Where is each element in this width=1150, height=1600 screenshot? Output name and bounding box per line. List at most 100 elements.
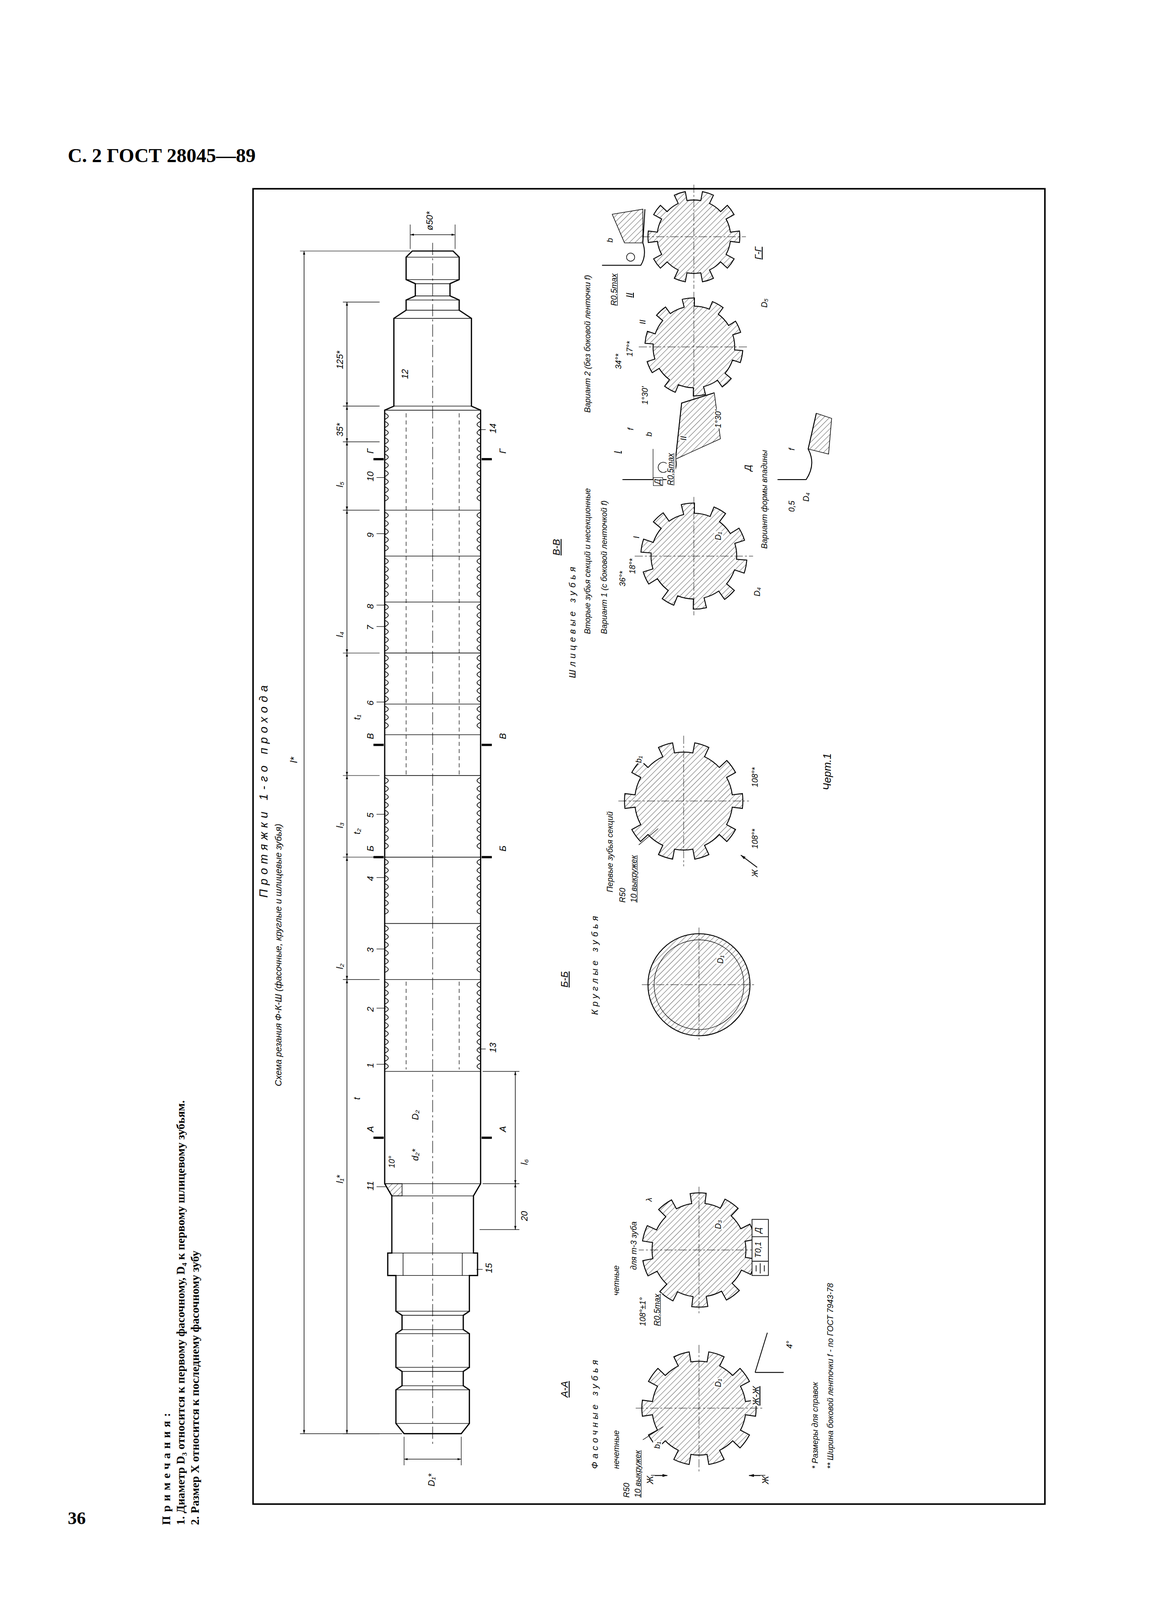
tooth-gullet: [384, 437, 389, 444]
dimension-line: [346, 775, 347, 857]
drawing-label: 125*: [334, 349, 345, 369]
drawing-label: Г: [497, 447, 508, 454]
drawing-label: 10 выкружек: [629, 854, 639, 903]
drawing-label: 108°±1°: [638, 1296, 648, 1326]
section-center-line: [693, 496, 694, 616]
tooth-gullet: [477, 997, 481, 1004]
drawing-label: 1: [365, 1062, 376, 1068]
tooth-gullet: [384, 512, 389, 519]
tooth-gullet: [477, 793, 481, 800]
drawing-label: l₂: [334, 962, 345, 970]
tooth-gullet: [477, 875, 481, 882]
tooth-gullet: [477, 512, 481, 519]
drawing-label: t: [351, 1096, 362, 1100]
tooth-gullet: [384, 470, 389, 477]
drawing-label: Ж: [760, 1474, 771, 1484]
dimension-line: [346, 652, 347, 776]
tolerance-divider: [751, 1260, 769, 1262]
drawing-label: I: [632, 535, 642, 539]
tooth-gullet: [477, 520, 481, 527]
tooth-gullet: [477, 1013, 481, 1021]
tooth-gullet: [477, 412, 481, 420]
tooth-gullet: [477, 826, 481, 833]
drawing-label: t₁: [351, 713, 362, 720]
callout-leader: [376, 813, 386, 815]
drawing-label: D₂: [410, 1109, 421, 1120]
tooth-gullet: [477, 679, 481, 686]
hatched-detail: [612, 209, 643, 243]
drawing-frame: [253, 188, 1045, 1504]
tooth-gullet: [477, 1005, 481, 1013]
tooth-gullet: [384, 654, 389, 662]
drawing-label: R50: [618, 886, 628, 903]
tooth-gullet: [477, 695, 481, 703]
callout-leader: [376, 533, 386, 534]
hidden-line: [458, 412, 460, 776]
drawing-label: 9: [365, 531, 376, 538]
tooth-gullet: [384, 714, 389, 721]
tolerance-frame: [751, 1218, 769, 1275]
drawing-label: В-В: [551, 538, 562, 557]
tooth-gullet: [384, 705, 389, 712]
tooth-gullet: [477, 777, 481, 784]
drawing-label: l*: [288, 755, 300, 763]
drawing-label: t₂: [351, 827, 362, 835]
tooth-gullet: [477, 478, 481, 485]
tooth-gullet: [384, 536, 389, 543]
tooth-gullet: [384, 574, 389, 581]
extension-line: [342, 301, 380, 303]
tooth-gullet: [384, 907, 389, 914]
dimension-line: [346, 856, 347, 980]
tooth-gullet: [477, 1054, 481, 1062]
drawing-label: ø50*: [424, 210, 435, 231]
drawing-label: f: [787, 447, 797, 451]
section-step-line: [393, 317, 472, 319]
drawing-label: 5: [365, 812, 376, 818]
tooth-gullet: [384, 628, 389, 635]
drawing-label: l₆: [519, 1158, 530, 1166]
extension-line: [342, 774, 380, 776]
drawing-label: D₄: [802, 491, 812, 502]
section-center-line: [641, 236, 747, 238]
section-cut-mark: [481, 1136, 492, 1139]
tooth-gullet: [384, 981, 389, 988]
tooth-gullet: [384, 590, 389, 597]
callout-leader: [376, 701, 386, 703]
callout-leader: [376, 1185, 386, 1187]
drawing-label: 4°: [785, 1339, 795, 1349]
drawing-label: 11: [365, 1180, 376, 1191]
drawing-label: Г: [365, 447, 376, 454]
tooth-gullet: [477, 1062, 481, 1070]
drawing-label: 12: [399, 368, 410, 380]
tooth-gullet: [384, 809, 389, 817]
drawing-label: 6: [365, 699, 376, 706]
tooth-gullet: [477, 899, 481, 906]
tooth-gullet: [477, 429, 481, 436]
drawing-label: D₁*: [426, 1472, 437, 1487]
drawing-label: 3: [365, 946, 376, 953]
section-cut-mark: [481, 457, 492, 461]
drawing-label: R50: [622, 1481, 632, 1498]
tooth-gullet: [384, 1030, 389, 1037]
drawing-label: D₃: [714, 1219, 724, 1230]
extension-line: [299, 1432, 402, 1434]
drawing-label: Вторые зубья секций и несекционные: [583, 487, 593, 635]
tooth-gullet: [477, 941, 481, 948]
leader-line: [642, 1426, 663, 1440]
drawing-label: четные: [612, 1264, 622, 1296]
drawing-label: 1°30': [640, 385, 650, 405]
tooth-gullet: [477, 582, 481, 589]
drawing-label: l₁*: [334, 1173, 345, 1184]
tolerance-divider: [751, 1235, 769, 1237]
tooth-gullet: [384, 899, 389, 906]
section-center-line: [693, 184, 694, 289]
hidden-line: [458, 981, 460, 1069]
drawing-label: В: [365, 732, 376, 740]
dimension-line: [652, 448, 654, 480]
dimension-line: [403, 1458, 461, 1459]
tooth-gullet: [477, 486, 481, 493]
tooth-gullet: [477, 654, 481, 662]
tooth-gullet: [477, 834, 481, 841]
drawing-label: 35*: [334, 422, 345, 437]
drawing-label: 4: [365, 875, 376, 882]
